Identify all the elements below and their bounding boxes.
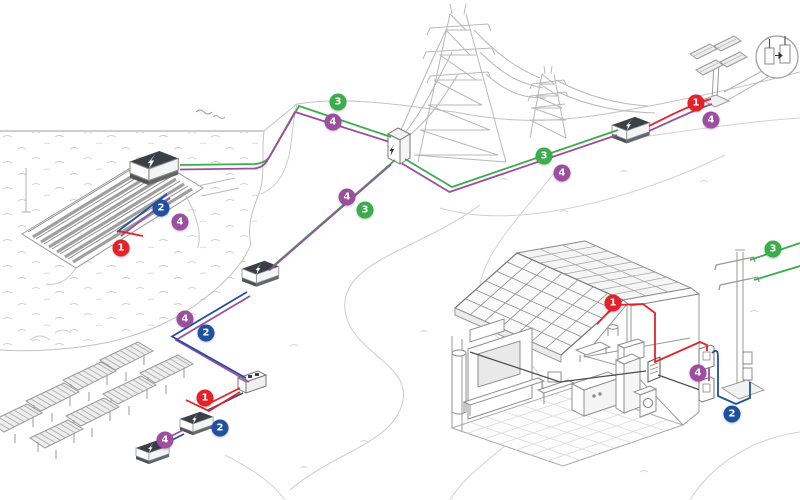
cable-badge-4: 4 — [702, 111, 720, 129]
cable-comm-purple — [120, 103, 713, 444]
house-cutaway — [450, 240, 701, 467]
pv-tracker — [689, 35, 799, 108]
cable-badge-2: 2 — [197, 324, 215, 342]
distribution-board — [647, 356, 661, 383]
cable-badge-4: 4 — [171, 213, 189, 231]
living-room-furniture — [451, 318, 576, 420]
cable-badge-2: 2 — [152, 199, 170, 217]
transformer-cabinet — [386, 127, 412, 165]
transmission-towers — [399, 3, 656, 163]
cable-badge-3: 3 — [535, 147, 553, 165]
cable-badge-1: 1 — [196, 389, 214, 407]
cable-badge-4: 4 — [553, 164, 571, 182]
cable-badge-4: 4 — [156, 431, 174, 449]
cable-badge-3: 3 — [356, 201, 374, 219]
interior-wiring — [469, 351, 701, 391]
cable-grid-green — [179, 104, 800, 281]
lightning-bolt-icon — [389, 143, 395, 156]
cable-badge-4: 4 — [338, 188, 356, 206]
wireless-module-icons — [764, 36, 791, 65]
utility-pole — [714, 249, 766, 400]
cable-badge-2: 2 — [211, 419, 229, 437]
cable-badge-4: 4 — [689, 364, 707, 382]
cable-badge-1: 1 — [687, 94, 705, 112]
cable-badge-1: 1 — [112, 239, 130, 257]
cable-badge-4: 4 — [176, 310, 194, 328]
inverter-field-b — [179, 411, 214, 436]
field-junction-box — [236, 370, 268, 394]
cable-badge-3: 3 — [764, 240, 782, 258]
birds — [195, 109, 226, 119]
wireless-link-callout — [755, 35, 799, 79]
cable-badge-4: 4 — [324, 113, 342, 131]
cable-badge-3: 3 — [329, 93, 347, 111]
kitchen-appliances — [570, 341, 658, 418]
cable-badge-2: 2 — [723, 405, 741, 423]
meter-and-gateway-boxes — [698, 344, 715, 403]
cable-badge-1: 1 — [604, 294, 622, 312]
